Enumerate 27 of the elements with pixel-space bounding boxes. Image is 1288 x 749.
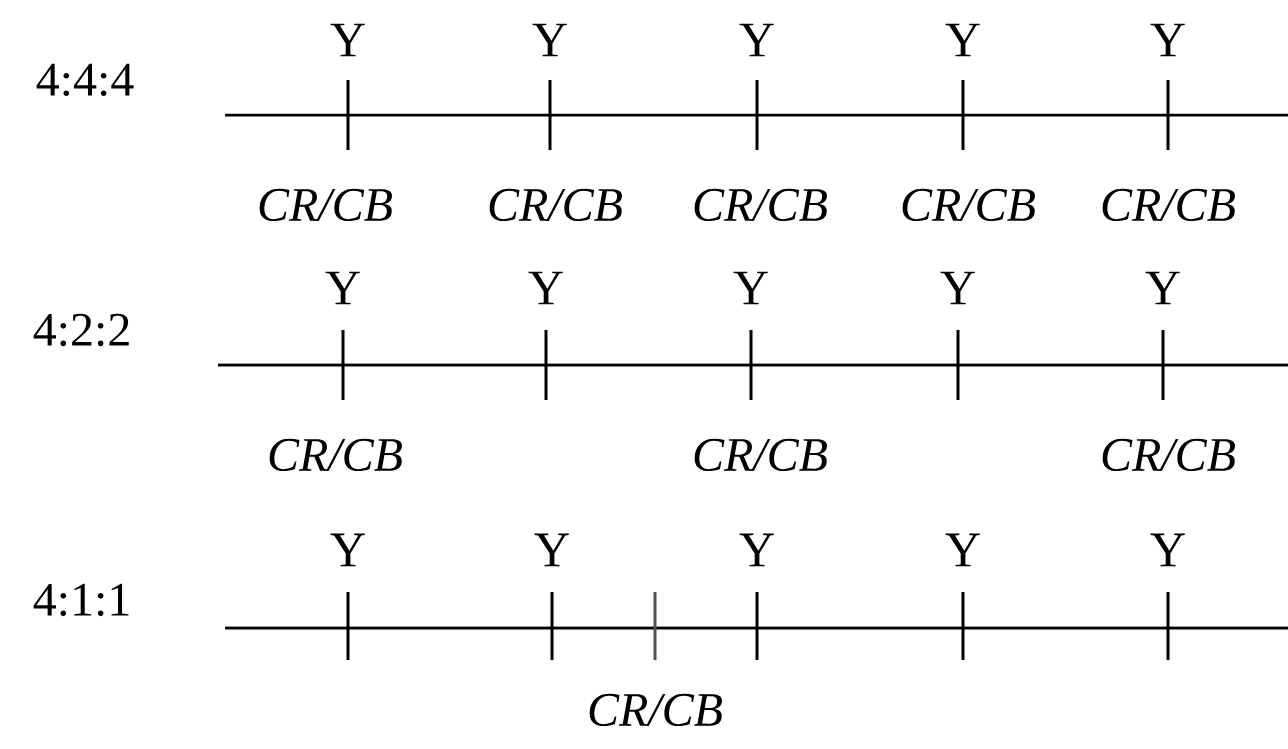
chroma-label: CR/CB bbox=[259, 188, 392, 222]
chroma-label: CR/CB bbox=[1102, 438, 1235, 472]
chroma-label: CR/CB bbox=[589, 693, 722, 727]
chroma-label: CR/CB bbox=[694, 188, 827, 222]
format-label: 4:1:1 bbox=[33, 583, 129, 617]
chroma-label: CR/CB bbox=[269, 438, 402, 472]
sample-label: Y bbox=[330, 533, 365, 567]
sample-label: Y bbox=[1145, 271, 1180, 305]
sample-label: Y bbox=[325, 271, 360, 305]
sample-label: Y bbox=[528, 271, 563, 305]
chroma-label: CR/CB bbox=[694, 438, 827, 472]
sample-label: Y bbox=[739, 533, 774, 567]
format-label: 4:4:4 bbox=[36, 63, 134, 97]
chroma-label: CR/CB bbox=[489, 188, 622, 222]
format-label: 4:2:2 bbox=[33, 313, 129, 347]
chroma-label: CR/CB bbox=[902, 188, 1035, 222]
sample-label: Y bbox=[739, 23, 774, 57]
sample-label: Y bbox=[330, 23, 365, 57]
sample-label: Y bbox=[945, 533, 980, 567]
sample-label: Y bbox=[532, 23, 567, 57]
sample-label: Y bbox=[945, 23, 980, 57]
chroma-label: CR/CB bbox=[1102, 188, 1235, 222]
sample-label: Y bbox=[1150, 533, 1185, 567]
sample-label: Y bbox=[733, 271, 768, 305]
sample-label: Y bbox=[940, 271, 975, 305]
sample-label: Y bbox=[534, 533, 569, 567]
sample-label: Y bbox=[1150, 23, 1185, 57]
